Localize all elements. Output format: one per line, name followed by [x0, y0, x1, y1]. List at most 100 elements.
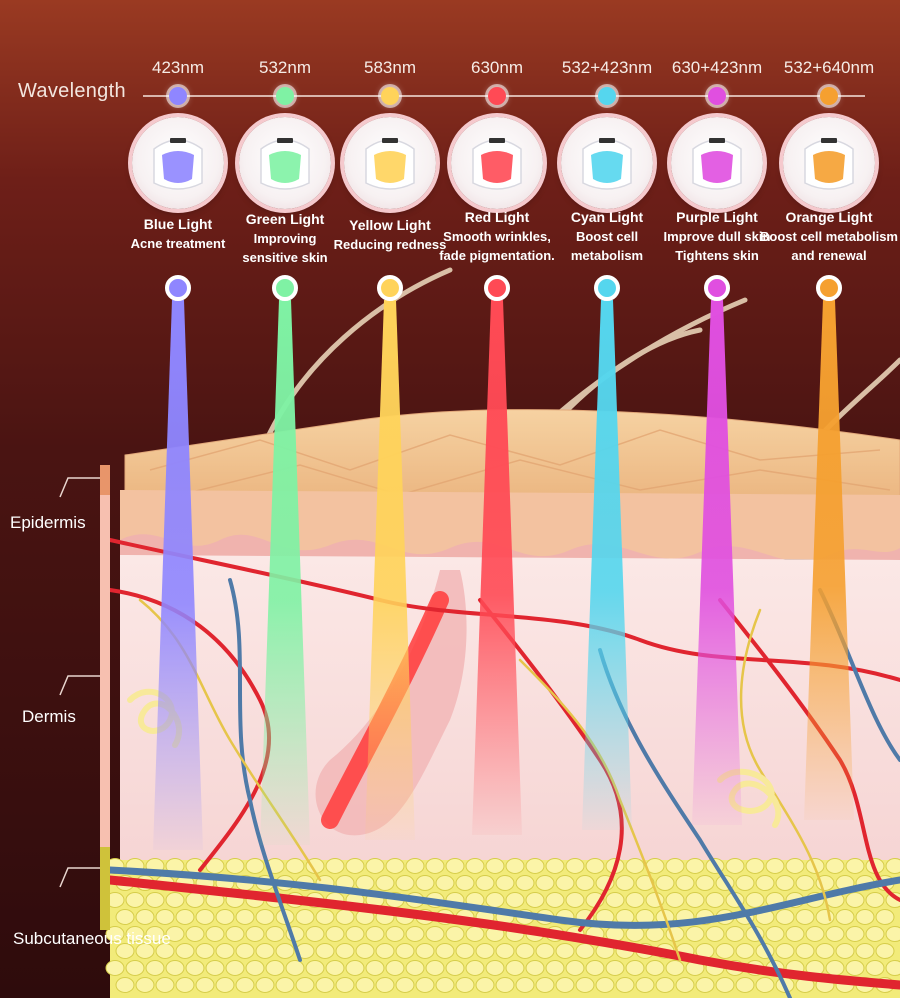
- fat-cell: [285, 960, 305, 976]
- fat-cell: [105, 926, 125, 942]
- fat-cell: [445, 926, 465, 942]
- fat-cell: [715, 943, 735, 959]
- light-name: Red Light: [464, 209, 530, 225]
- fat-cell: [745, 858, 765, 874]
- led-mask-red-icon: [451, 117, 543, 209]
- fat-cell: [565, 892, 585, 908]
- fat-cell: [545, 960, 565, 976]
- fat-cell: [705, 926, 725, 942]
- fat-cell: [235, 943, 255, 959]
- fat-cell: [115, 943, 135, 959]
- light-beam-orange: [804, 300, 854, 820]
- fat-cell: [125, 892, 145, 908]
- fat-cell: [705, 892, 725, 908]
- fat-cell: [495, 875, 515, 891]
- fat-cell: [775, 909, 795, 925]
- fat-cell: [255, 977, 275, 993]
- fat-cell: [685, 858, 705, 874]
- fat-cell: [555, 875, 575, 891]
- fat-cell: [635, 875, 655, 891]
- light-benefit: metabolism: [570, 248, 644, 263]
- fat-cell: [585, 960, 605, 976]
- fat-cell: [375, 875, 395, 891]
- light-beam-yellow: [365, 300, 415, 840]
- fat-cell: [835, 943, 855, 959]
- fat-cell: [525, 960, 545, 976]
- fat-cell: [405, 926, 425, 942]
- fat-cell: [145, 926, 165, 942]
- fat-cell: [595, 977, 615, 993]
- fat-cell: [755, 977, 775, 993]
- fat-cell: [425, 926, 445, 942]
- fat-cell: [625, 892, 645, 908]
- fat-cell: [175, 977, 195, 993]
- wavelength-value: 532+423nm: [561, 58, 653, 77]
- fat-cell: [845, 858, 865, 874]
- led-mask-device: [260, 138, 310, 190]
- fat-cell: [435, 977, 455, 993]
- fat-cell: [135, 909, 155, 925]
- fat-cell: [365, 960, 385, 976]
- fat-cell: [475, 875, 495, 891]
- fat-cell: [215, 977, 235, 993]
- fat-cell: [515, 875, 535, 891]
- fat-cell: [735, 875, 755, 891]
- fat-cell: [555, 943, 575, 959]
- fat-cell: [535, 977, 555, 993]
- blood-vessels: [105, 538, 900, 998]
- led-mask-device: [153, 138, 203, 190]
- led-mask-purple-icon: [671, 117, 763, 209]
- fat-cell: [325, 960, 345, 976]
- light-benefit: and renewal: [791, 248, 867, 263]
- fat-cell: [605, 892, 625, 908]
- fat-cell: [345, 926, 365, 942]
- fat-cell: [185, 960, 205, 976]
- subcutaneous-bar: [100, 847, 110, 930]
- fat-cell: [455, 977, 475, 993]
- light-name: Cyan Light: [570, 209, 644, 225]
- fat-cell: [165, 926, 185, 942]
- light-benefit: Acne treatment: [130, 236, 226, 251]
- fat-cell: [825, 926, 845, 942]
- fat-cell: [225, 858, 245, 874]
- fat-cell: [865, 960, 885, 976]
- fat-cell: [845, 926, 865, 942]
- fat-cell: [875, 943, 895, 959]
- fat-cell: [505, 892, 525, 908]
- light-emitter-dot: [484, 275, 510, 301]
- fat-cell: [885, 960, 900, 976]
- fat-cell: [475, 977, 495, 993]
- fat-cell: [585, 858, 605, 874]
- light-name: Blue Light: [143, 216, 213, 232]
- fat-cell: [265, 960, 285, 976]
- fat-cell: [745, 892, 765, 908]
- fat-cell: [255, 909, 275, 925]
- fat-cell: [515, 977, 535, 993]
- light-name: Orange Light: [785, 209, 873, 225]
- fat-cell: [535, 943, 555, 959]
- fat-cell: [865, 892, 885, 908]
- fat-cell: [395, 943, 415, 959]
- fat-cell: [225, 960, 245, 976]
- fat-cell: [175, 909, 195, 925]
- fat-cell: [455, 875, 475, 891]
- fat-cell: [315, 977, 335, 993]
- fat-cell: [375, 977, 395, 993]
- fat-cell: [435, 943, 455, 959]
- fat-cell: [275, 943, 295, 959]
- fat-cell: [465, 858, 485, 874]
- epidermis-bar: [100, 465, 110, 495]
- fat-cell: [605, 960, 625, 976]
- wavelength-label: Wavelength: [18, 80, 126, 102]
- fat-cell: [225, 926, 245, 942]
- fat-cell: [825, 858, 845, 874]
- fat-cell: [165, 892, 185, 908]
- fat-cell: [645, 960, 665, 976]
- fat-cell: [155, 909, 175, 925]
- light-emitter-dot: [816, 275, 842, 301]
